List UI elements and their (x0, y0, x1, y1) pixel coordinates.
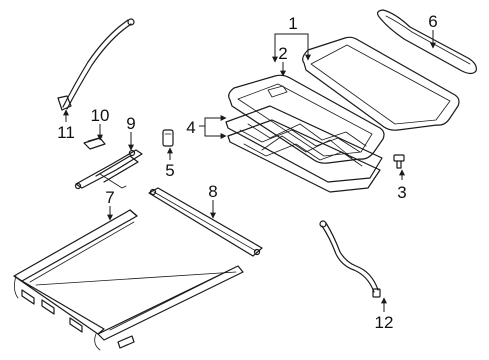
callout-5: 5 (165, 161, 174, 180)
callout-1: 1 (288, 14, 297, 33)
guide-rail-part (148, 187, 263, 257)
housing-frame-part (13, 209, 244, 351)
callout-6: 6 (428, 12, 437, 31)
leader-lines (63, 30, 436, 312)
clip-part (162, 129, 174, 147)
callout-7: 7 (105, 188, 114, 207)
callout-11: 11 (57, 123, 75, 142)
callout-2: 2 (278, 44, 287, 63)
callout-10: 10 (91, 106, 110, 125)
callout-4: 4 (186, 118, 195, 137)
frame-part (225, 105, 383, 193)
bracket-part (83, 136, 106, 150)
drain-hose-rear-part (319, 220, 381, 298)
callout-3: 3 (397, 183, 406, 202)
drain-hose-front-part (57, 18, 135, 111)
link-mechanism-part (74, 149, 143, 190)
seal-part (228, 74, 385, 164)
deflector-part (377, 9, 477, 75)
screw-part (393, 154, 405, 169)
callout-12: 12 (375, 313, 394, 332)
callout-8: 8 (208, 182, 217, 201)
callout-9: 9 (126, 114, 135, 133)
glass-panel-part (302, 36, 460, 131)
